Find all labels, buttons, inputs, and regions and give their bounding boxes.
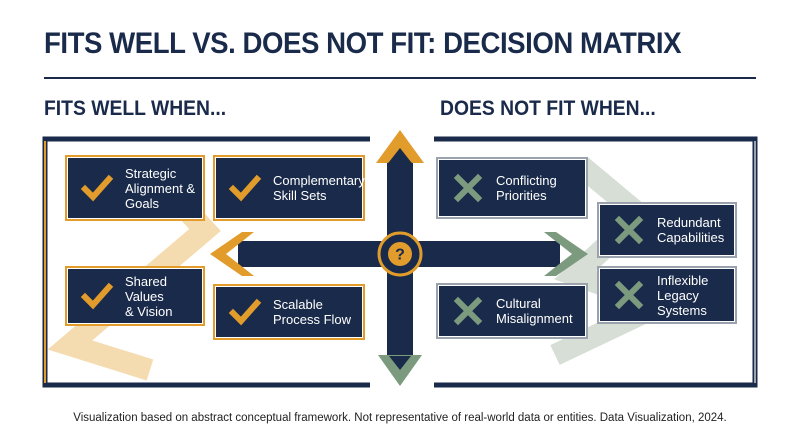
fits-well-heading: FITS WELL WHEN... [44,97,227,120]
footnote: Visualization based on abstract conceptu… [73,412,727,424]
checkmark-icon [225,292,265,332]
checkmark-icon [77,276,117,316]
right-arrow-icon [544,232,588,276]
up-arrow-inner [389,148,411,162]
nofit-card-cultural-misalignment: Cultural Misalignment [436,283,588,339]
title-divider [44,77,756,79]
down-arrow-icon [378,355,422,386]
nofit-card-conflicting-priorities: Conflicting Priorities [436,157,588,219]
card-label: Shared Values & Vision [125,273,173,319]
up-arrow-fill [378,132,422,162]
card-label: Redundant Capabilities [657,215,725,245]
checkmark-icon [225,168,265,208]
x-mark-icon [448,168,488,208]
card-label: Inflexible Legacy Systems [657,272,709,318]
fits-card-strategic-alignment: Strategic Alignment & Goals [65,155,205,221]
x-mark-icon [609,275,649,315]
card-label: Complementary Skill Sets [273,173,365,203]
page-title: FITS WELL VS. DOES NOT FIT: DECISION MAT… [44,27,682,60]
fits-card-scalable-process: Scalable Process Flow [213,284,365,340]
fits-card-shared-values: Shared Values & Vision [65,266,205,326]
nofit-card-inflexible-legacy: Inflexible Legacy Systems [597,266,737,324]
center-question-inner [388,242,412,266]
card-label: Scalable Process Flow [273,297,352,327]
card-label: Cultural Misalignment [496,296,573,326]
question-mark-icon: ? [395,247,405,264]
card-label: Strategic Alignment & Goals [125,165,196,211]
does-not-fit-heading: DOES NOT FIT WHEN... [440,97,656,120]
x-mark-icon [448,291,488,331]
left-arrow-icon [210,232,254,276]
checkmark-icon [77,168,117,208]
x-mark-icon [609,210,649,250]
card-label: Conflicting Priorities [496,173,557,203]
nofit-card-redundant-capabilities: Redundant Capabilities [597,202,737,258]
down-arrow-inner [389,356,411,370]
fits-card-complementary-skills: Complementary Skill Sets [213,155,365,221]
